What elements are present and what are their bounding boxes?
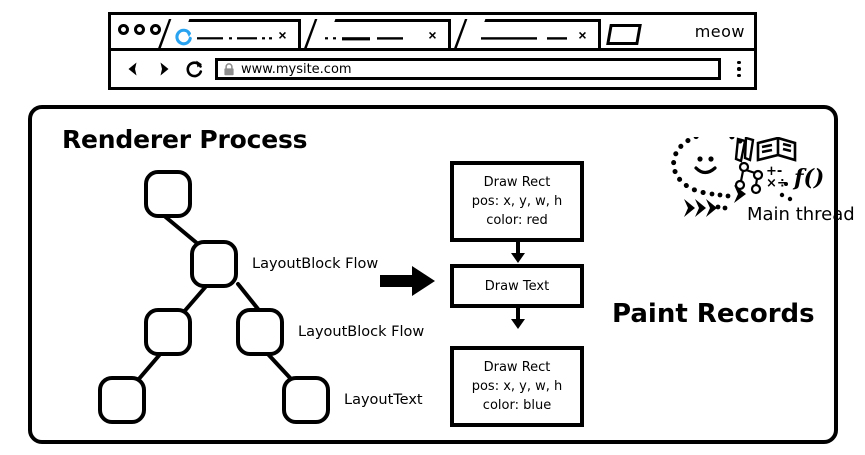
browser-tab-1[interactable]: ×: [157, 19, 301, 48]
paint-record-box-3[interactable]: Draw Rect pos: x, y, w, h color: blue: [450, 346, 584, 427]
chevron-trail-icon: [684, 185, 746, 217]
right-arrow-icon: [380, 266, 435, 296]
paint-records-label: Paint Records: [612, 299, 815, 329]
browser-tab-2[interactable]: ×: [303, 19, 451, 48]
tab-title-scribble-3: [481, 37, 567, 40]
new-tab-button[interactable]: [606, 24, 642, 45]
tree-label-layoutblock-flow-1: LayoutBlock Flow: [252, 256, 379, 272]
math-symbols-icon: +- ×÷: [766, 164, 793, 202]
tab-close-icon-3[interactable]: ×: [578, 27, 587, 43]
renderer-process-title: Renderer Process: [62, 125, 308, 154]
paint-record-box-2[interactable]: Draw Text: [450, 264, 584, 308]
tree-node-root[interactable]: [144, 170, 192, 218]
tree-node-block-2[interactable]: [144, 308, 192, 356]
browser-tab-3[interactable]: ×: [453, 19, 601, 48]
svg-text:+-: +-: [766, 164, 782, 179]
padlock-icon: [224, 62, 234, 75]
window-controls: [118, 24, 161, 35]
renderer-process-panel: Renderer Process LayoutBlock Flow Layout…: [28, 105, 855, 444]
forward-arrow-icon[interactable]: [153, 58, 175, 80]
pencils-icon: [734, 137, 755, 163]
back-arrow-icon[interactable]: [122, 58, 144, 80]
url-input[interactable]: www.mysite.com: [215, 58, 721, 80]
main-thread-illustration: +- ×÷ f(): [671, 137, 824, 217]
reload-icon[interactable]: [184, 58, 206, 80]
svg-text:f(): f(): [792, 165, 824, 191]
tree-edges: [136, 212, 294, 382]
down-arrow-icon-2: [511, 306, 525, 329]
paint-record-line: Draw Text: [484, 278, 550, 294]
tree-node-block-3[interactable]: [236, 308, 284, 356]
layout-tree: LayoutBlock Flow LayoutBlock Flow Layout…: [86, 164, 426, 426]
tree-node-block-1[interactable]: [190, 240, 238, 288]
url-text: www.mysite.com: [241, 61, 352, 77]
paint-record-line: Draw Rect: [483, 175, 551, 190]
svg-text:×÷: ×÷: [766, 176, 788, 191]
tab-close-icon-1[interactable]: ×: [278, 27, 287, 43]
paint-record-line: color: blue: [482, 398, 552, 413]
tab-title-scribble-2: [325, 37, 403, 41]
window-control-dot-1[interactable]: [118, 24, 129, 35]
three-dots-vertical-icon[interactable]: [730, 60, 748, 78]
down-arrow-icon-1: [511, 240, 525, 263]
window-control-dot-3[interactable]: [150, 24, 161, 35]
browser-window: × × × meow: [108, 12, 757, 90]
dotted-smiley-face-icon: [671, 137, 743, 196]
tab-title-scribble-1: [197, 37, 272, 40]
browser-toolbar: www.mysite.com: [111, 51, 754, 87]
molecule-icon: [734, 161, 764, 195]
paint-record-box-1[interactable]: Draw Rect pos: x, y, w, h color: red: [450, 161, 584, 242]
function-fx-icon: f(): [792, 165, 824, 191]
paint-record-line: pos: x, y, w, h: [471, 379, 563, 394]
tab-close-icon-2[interactable]: ×: [428, 27, 437, 43]
tree-label-layouttext: LayoutText: [344, 392, 423, 408]
browser-brand-label: meow: [694, 22, 745, 41]
tree-node-text-1[interactable]: [98, 376, 146, 424]
blue-spinner-favicon: [175, 28, 192, 46]
open-book-icon: [756, 137, 797, 162]
browser-tab-strip: × × × meow: [111, 15, 754, 51]
paint-record-line: pos: x, y, w, h: [471, 194, 563, 209]
paint-record-line: color: red: [486, 213, 548, 228]
paint-record-line: Draw Rect: [483, 360, 551, 375]
window-control-dot-2[interactable]: [134, 24, 145, 35]
tree-node-text-2[interactable]: [282, 376, 330, 424]
main-thread-label: Main thread: [747, 204, 855, 225]
tree-label-layoutblock-flow-2: LayoutBlock Flow: [298, 324, 425, 340]
